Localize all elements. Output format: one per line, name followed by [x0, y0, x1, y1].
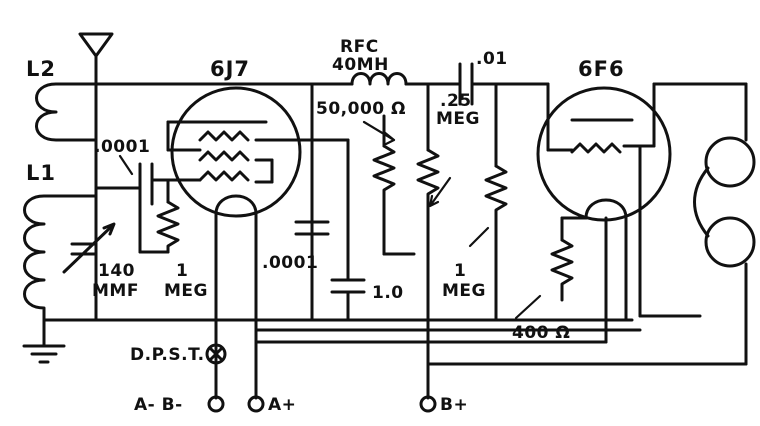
plate-bypass-capacitor: [294, 220, 330, 236]
coupling-capacitor: [438, 62, 498, 106]
ground-symbol: [22, 318, 66, 364]
resistor-025-meg: [416, 148, 440, 322]
label-plate-cap: .0001: [262, 253, 318, 273]
variable-capacitor: [62, 194, 116, 274]
label-bypass-cap: 1.0: [372, 283, 404, 303]
label-coupling-cap: .01: [476, 49, 508, 69]
resistor-1meg-6f6: [484, 164, 508, 322]
resistor-50k-arrow: [362, 120, 396, 146]
label-cathode-res: 400 Ω: [512, 323, 570, 343]
label-terminal-a-b: A- B-: [134, 395, 183, 415]
label-grid-leak-unit: MEG: [164, 281, 208, 301]
grid-cap-pointer: [118, 154, 134, 176]
res-025-arrow: [428, 176, 452, 208]
coil-l2: [35, 82, 98, 142]
label-var-cap-unit: MMF: [92, 281, 139, 301]
headphones: [693, 82, 756, 366]
tube-6j7: [170, 86, 302, 218]
label-dpst: D.P.S.T.: [130, 345, 205, 365]
res-1meg-pointer: [468, 226, 490, 248]
label-var-cap-value: 140: [98, 261, 135, 281]
label-terminal-b-plus: B+: [440, 395, 468, 415]
terminal-a-b: [207, 395, 225, 413]
label-rfc-value: 40MH: [332, 55, 389, 75]
tube-6f6: [536, 86, 672, 222]
grid-capacitor: [94, 162, 202, 206]
cathode-res-pointer: [514, 294, 542, 320]
label-l2: L2: [26, 57, 56, 81]
label-tube-6j7: 6J7: [210, 57, 250, 81]
label-res-025-unit: MEG: [436, 109, 480, 129]
label-terminal-a-plus: A+: [268, 395, 296, 415]
cathode-resistor: [550, 216, 574, 302]
label-res-1meg-unit: MEG: [442, 281, 486, 301]
label-res-50k: 50,000 Ω: [316, 99, 406, 119]
label-res-025: .25: [440, 91, 472, 111]
label-rfc: RFC: [340, 37, 379, 57]
dpst-switch: [205, 343, 227, 365]
grid-leak-resistor: [138, 178, 180, 254]
label-l1: L1: [26, 161, 56, 185]
bypass-capacitor-1uf: [330, 260, 366, 322]
label-res-1meg-value: 1: [454, 261, 466, 281]
rf-choke: [350, 72, 442, 86]
coil-l1: [23, 194, 98, 322]
label-grid-cap: .0001: [94, 137, 150, 157]
terminal-b-plus: [419, 395, 437, 413]
terminal-a-plus: [247, 395, 265, 413]
label-grid-leak-value: 1: [176, 261, 188, 281]
label-tube-6f6: 6F6: [578, 57, 625, 81]
